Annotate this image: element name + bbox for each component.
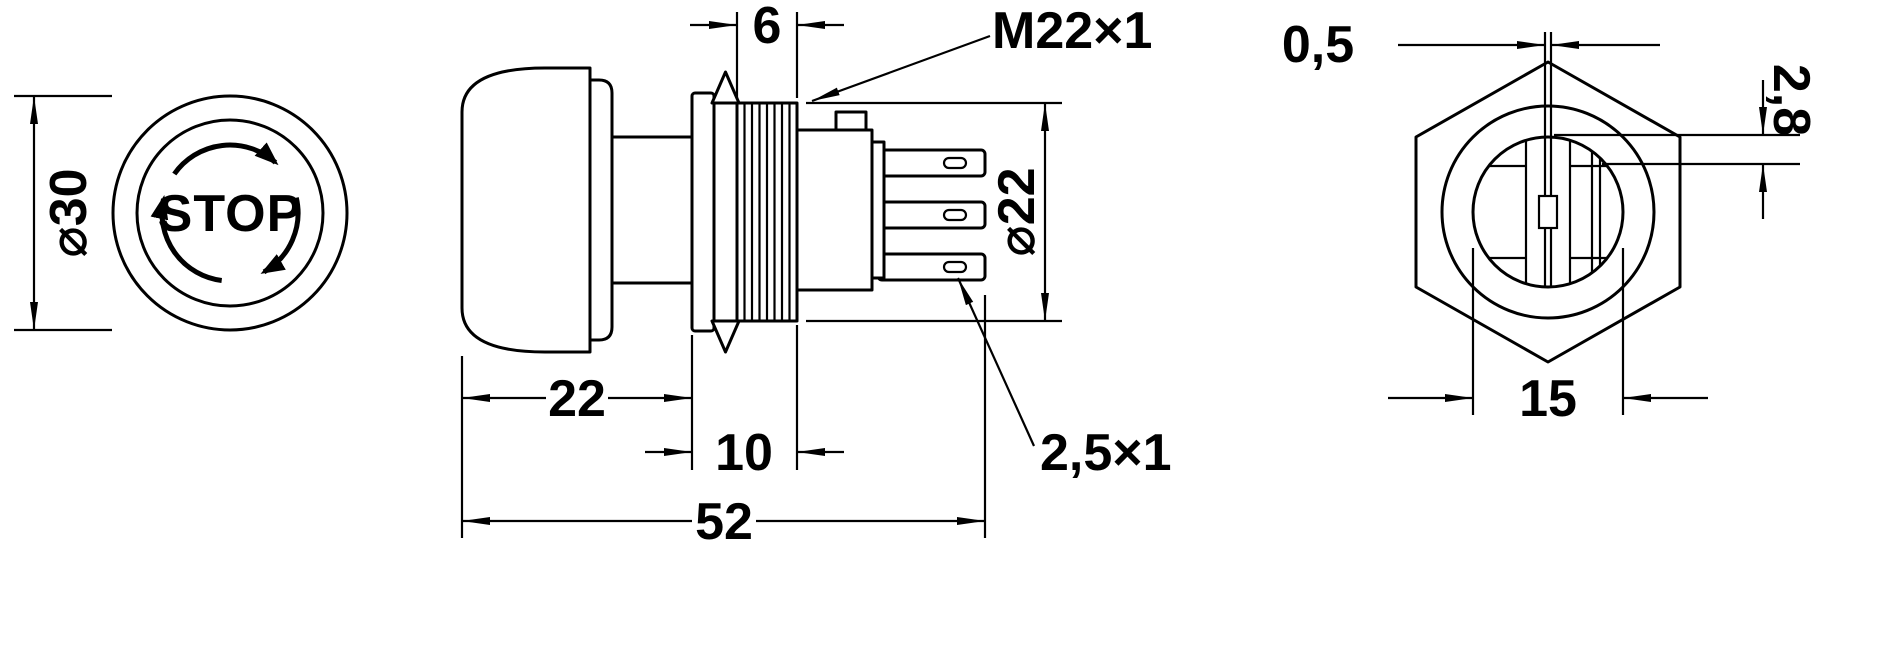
mushroom-cap-rim bbox=[588, 78, 614, 342]
dim-cap-length-22-label: 22 bbox=[548, 370, 606, 428]
switch-body bbox=[795, 128, 874, 292]
reset-rotation-arrows-icon bbox=[150, 142, 301, 283]
hex-nut-corner-top bbox=[710, 70, 741, 105]
terminal-spec-label: 2,5×1 bbox=[1040, 424, 1172, 482]
dim-recess-width-15: 15 bbox=[1388, 248, 1708, 428]
center-terminal bbox=[1537, 194, 1559, 230]
thread-spec-callout: M22×1 bbox=[811, 2, 1152, 103]
thread-lines bbox=[743, 103, 791, 321]
terminal-spec-callout: 2,5×1 bbox=[956, 277, 1172, 482]
front-view: STOP ⌀30 bbox=[14, 94, 349, 332]
dim-bushing-length-10: 10 bbox=[645, 325, 844, 482]
hex-nut-side bbox=[712, 101, 739, 323]
dim-terminal-thickness-28: 2,8 bbox=[1554, 64, 1820, 219]
dim-cap-length-22: 22 bbox=[460, 335, 694, 538]
terminal-1 bbox=[876, 148, 987, 178]
dim-thread-length-6-label: 6 bbox=[753, 0, 782, 55]
dim-slot-width-05: 0,5 bbox=[1282, 16, 1660, 74]
terminal-1-slot bbox=[942, 156, 968, 170]
panel-flange bbox=[690, 91, 716, 333]
stop-label: STOP bbox=[158, 185, 303, 243]
terminal-base-block bbox=[870, 140, 886, 280]
dim-diameter-22-label: ⌀22 bbox=[988, 167, 1046, 256]
dim-bushing-length-10-label: 10 bbox=[715, 424, 773, 482]
contact-plates bbox=[1489, 32, 1607, 287]
dim-diameter-30-label: ⌀30 bbox=[40, 168, 98, 257]
terminal-3 bbox=[876, 252, 987, 282]
hex-nut-corner-bottom bbox=[710, 319, 741, 354]
terminal-2-slot bbox=[942, 208, 968, 222]
dim-thread-length-6: 6 bbox=[690, 0, 844, 98]
rear-view: 0,5 2,8 15 bbox=[1282, 16, 1820, 428]
dim-diameter-22: ⌀22 bbox=[806, 101, 1062, 323]
dim-overall-length-52-label: 52 bbox=[695, 493, 753, 551]
dim-slot-width-05-label: 0,5 bbox=[1282, 16, 1354, 74]
thread-spec-label: M22×1 bbox=[992, 2, 1152, 60]
mushroom-cap bbox=[460, 66, 592, 354]
side-view: 6 M22×1 ⌀22 22 10 bbox=[460, 0, 1172, 551]
terminal-2 bbox=[876, 200, 987, 230]
dim-terminal-thickness-28-label: 2,8 bbox=[1762, 64, 1820, 136]
button-neck bbox=[610, 135, 694, 285]
dim-diameter-30: ⌀30 bbox=[14, 94, 112, 332]
dim-recess-width-15-label: 15 bbox=[1519, 370, 1577, 428]
terminal-3-slot bbox=[942, 260, 968, 274]
